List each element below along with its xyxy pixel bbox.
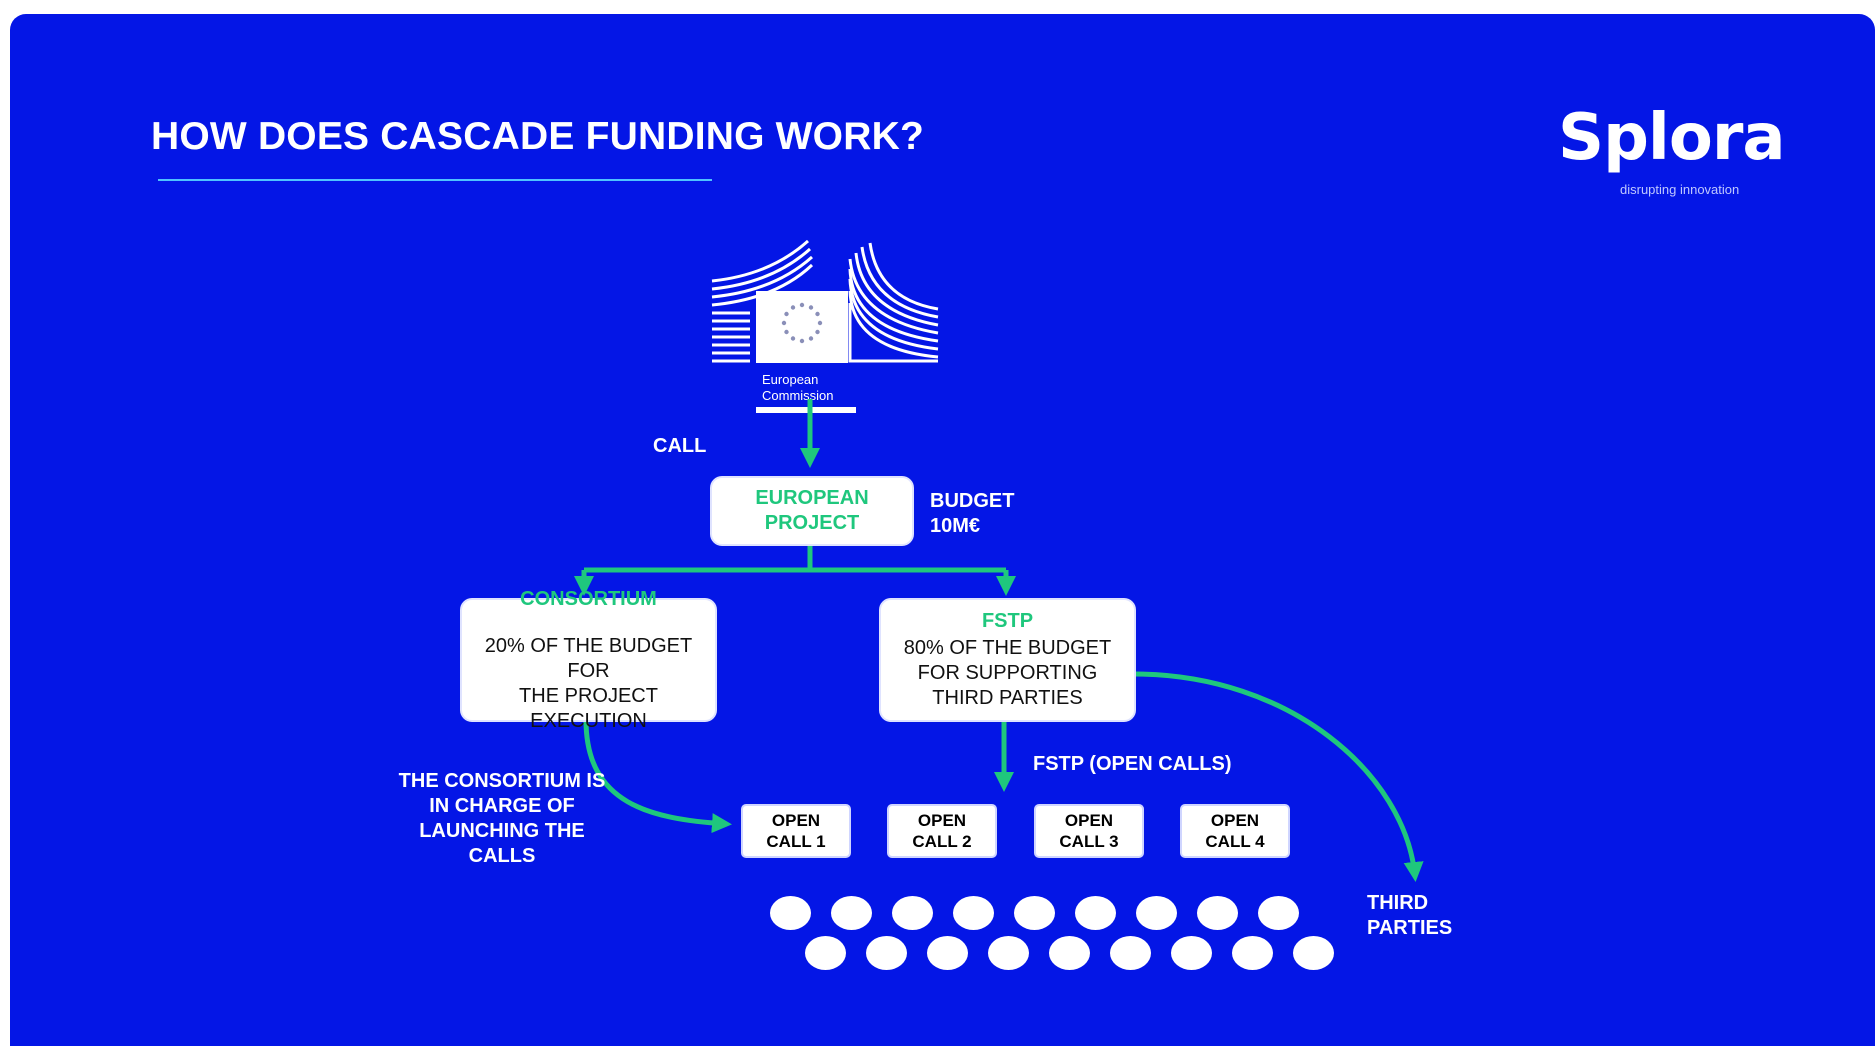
logo-wordmark: Splora [1558, 101, 1786, 175]
fstp-line1: 80% OF THE BUDGET [903, 637, 1112, 659]
fstp-line2: FOR SUPPORTING [917, 662, 1098, 684]
third-parties-line2: PARTIES [1367, 917, 1453, 939]
open-call-1-line1: OPEN [771, 811, 821, 830]
third-party-dot [1136, 896, 1177, 930]
open-call-4-line1: OPEN [1210, 811, 1260, 830]
open-call-1: OPEN CALL 1 [741, 804, 851, 858]
european-commission-logo: European Commission [711, 239, 939, 413]
third-parties-line1: THIRD [1367, 892, 1429, 914]
third-parties-label: THIRD PARTIES [1367, 891, 1452, 941]
budget-amount: 10M€ [930, 515, 981, 537]
open-call-3: OPEN CALL 3 [1034, 804, 1144, 858]
consortium-note-line1: THE CONSORTIUM IS [398, 770, 606, 792]
open-call-2: OPEN CALL 2 [887, 804, 997, 858]
third-party-dot [1075, 896, 1116, 930]
fstp-heading: FSTP [981, 610, 1034, 632]
open-call-3-line1: OPEN [1064, 811, 1114, 830]
connector-project-split [584, 546, 1006, 573]
call-label: CALL [653, 435, 707, 457]
third-party-dot [892, 896, 933, 930]
third-party-dot [988, 936, 1029, 970]
consortium-line1: 20% OF THE BUDGET FOR [484, 634, 693, 682]
third-party-dot [1171, 936, 1212, 970]
third-party-dot [953, 896, 994, 930]
fstp-open-calls-label: FSTP (OPEN CALLS) [1033, 753, 1232, 775]
third-party-dot [927, 936, 968, 970]
third-party-dot [1258, 896, 1299, 930]
open-call-4: OPEN CALL 4 [1180, 804, 1290, 858]
third-party-dot [805, 936, 846, 970]
fstp-line3: THIRD PARTIES [932, 687, 1083, 709]
budget-label-line1: BUDGET [930, 490, 1015, 512]
arrow-consortium-to-call1 [583, 719, 732, 834]
open-call-2-line2: CALL 2 [912, 832, 972, 851]
ec-logo-line1: European [762, 372, 818, 387]
consortium-note-line2: IN CHARGE OF [429, 795, 575, 817]
title-underline [158, 179, 712, 181]
logo-tagline: disrupting innovation [1620, 182, 1740, 197]
connector-arrows [574, 399, 1424, 882]
european-project-line1: EUROPEAN [755, 487, 869, 509]
third-party-dot [1197, 896, 1238, 930]
open-call-1-line2: CALL 1 [766, 832, 826, 851]
consortium-box: CONSORTIUM 20% OF THE BUDGET FOR THE PRO… [460, 588, 717, 732]
consortium-line2: THE PROJECT EXECUTION [519, 684, 658, 732]
third-party-dot [866, 936, 907, 970]
third-party-dot [770, 896, 811, 930]
consortium-heading: CONSORTIUM [520, 587, 657, 610]
european-project-line2: PROJECT [764, 512, 860, 534]
european-project-box: EUROPEAN PROJECT [710, 476, 914, 546]
open-call-3-line2: CALL 3 [1059, 832, 1119, 851]
consortium-note: THE CONSORTIUM IS IN CHARGE OF LAUNCHING… [392, 769, 612, 869]
splora-logo: Splora disrupting innovation [1558, 106, 1786, 216]
open-call-4-line2: CALL 4 [1205, 832, 1265, 851]
ec-logo-line2: Commission [762, 388, 834, 403]
third-party-dot [1293, 936, 1334, 970]
third-party-dot [1110, 936, 1151, 970]
consortium-note-line3: LAUNCHING THE [419, 820, 585, 842]
slide: HOW DOES CASCADE FUNDING WORK? Splora di… [10, 14, 1875, 1046]
arrow-fstp-to-third-parties [1133, 671, 1424, 882]
budget-label: BUDGET 10M€ [930, 489, 1014, 539]
fstp-box: FSTP 80% OF THE BUDGET FOR SUPPORTING TH… [879, 598, 1136, 722]
third-party-dot [1049, 936, 1090, 970]
consortium-note-line4: CALLS [468, 845, 536, 867]
third-party-dot [1232, 936, 1273, 970]
third-party-dot [1014, 896, 1055, 930]
page-title: HOW DOES CASCADE FUNDING WORK? [151, 115, 924, 158]
open-call-2-line1: OPEN [917, 811, 967, 830]
third-party-dot [831, 896, 872, 930]
